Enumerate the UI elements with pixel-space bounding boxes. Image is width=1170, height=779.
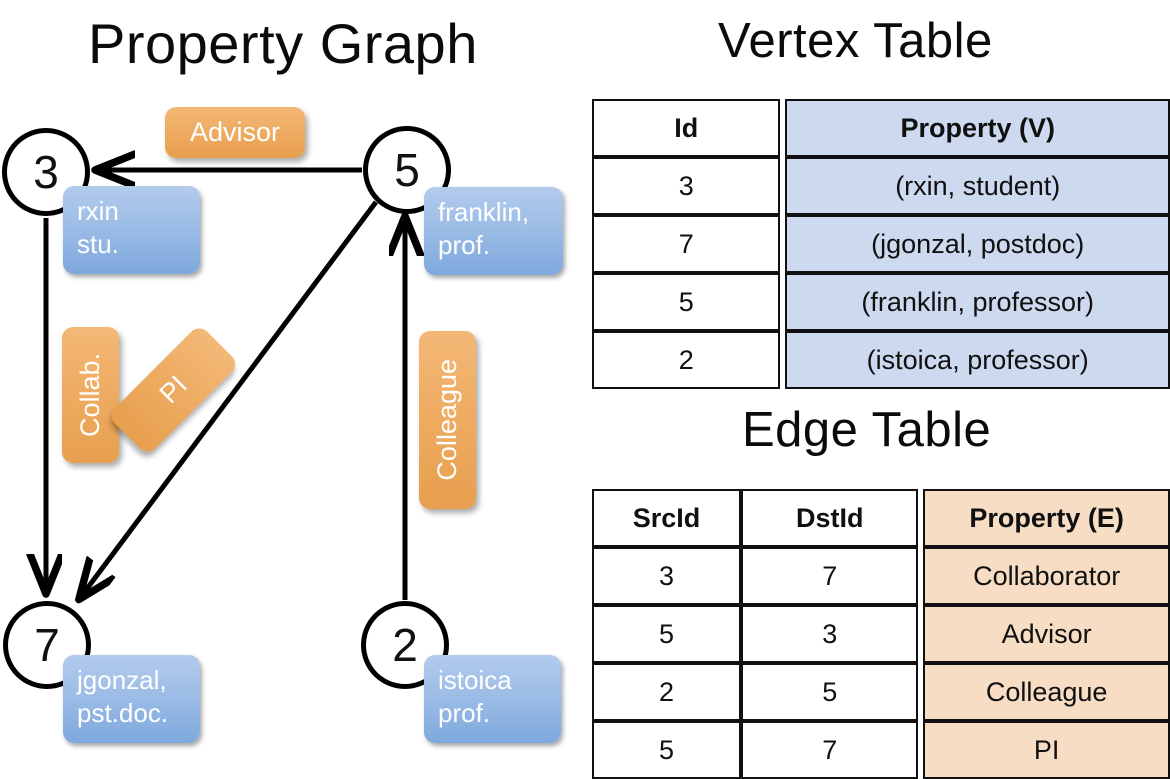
edge-label-text: Collab. — [75, 352, 105, 438]
edge-cell-srcid: 3 — [592, 547, 742, 605]
vertex-cell-property: (istoica, professor) — [785, 331, 1170, 389]
edge-header-property: Property (E) — [923, 489, 1170, 547]
edge-label-advisor: Advisor — [165, 107, 305, 158]
vertex-cell-property: (jgonzal, postdoc) — [785, 215, 1170, 273]
vertex-cell-property: (rxin, student) — [785, 157, 1170, 215]
edge-cell-property: Collaborator — [923, 547, 1170, 605]
edge-header-dstid: DstId — [741, 489, 919, 547]
node-property-line-2: pst.doc. — [77, 698, 169, 728]
table-row: 5 (franklin, professor) — [592, 273, 1170, 331]
node-property-line-1: jgonzal, — [77, 665, 167, 695]
edge-cell-dstid: 5 — [741, 663, 919, 721]
page-title-property-graph: Property Graph — [88, 12, 478, 75]
vertex-cell-id: 7 — [592, 215, 781, 273]
vertex-cell-id: 2 — [592, 331, 781, 389]
node-property-line-2: prof. — [438, 698, 491, 728]
node-property-box-3: rxin stu. — [63, 186, 200, 274]
edge-cell-property: Advisor — [923, 605, 1170, 663]
edge-cell-property: Colleague — [923, 663, 1170, 721]
table-row: 2 (istoica, professor) — [592, 331, 1170, 389]
edge-label-collab: Collab. — [62, 327, 119, 463]
vertex-cell-id: 3 — [592, 157, 781, 215]
table-header-row: SrcId DstId Property (E) — [592, 489, 1170, 547]
page-title-edge-table: Edge Table — [742, 403, 992, 457]
graph-edges-layer — [0, 0, 585, 760]
edge-label-text: Colleague — [432, 359, 462, 481]
table-row: 3 7 Collaborator — [592, 547, 1170, 605]
table-row: 7 (jgonzal, postdoc) — [592, 215, 1170, 273]
node-property-box-2: istoica prof. — [424, 655, 561, 743]
node-property-box-5: franklin, prof. — [424, 187, 563, 275]
graph-node-2[interactable]: 2 — [361, 601, 449, 689]
edge-label-text: Advisor — [189, 117, 281, 147]
edge-5-to-7-pi — [80, 200, 379, 598]
node-property-line-1: rxin — [77, 196, 119, 226]
vertex-cell-property: (franklin, professor) — [785, 273, 1170, 331]
node-property-line-1: istoica — [438, 665, 512, 695]
node-property-line-1: franklin, — [438, 197, 530, 227]
edge-cell-dstid: 3 — [741, 605, 919, 663]
vertex-header-id: Id — [592, 99, 781, 157]
edge-cell-dstid: 7 — [741, 547, 919, 605]
edge-cell-srcid: 2 — [592, 663, 742, 721]
vertex-header-property: Property (V) — [785, 99, 1170, 157]
page-title-vertex-table: Vertex Table — [718, 14, 993, 68]
property-graph-diagram: 3 5 7 2 rxin stu. franklin, prof. jgonza… — [0, 0, 585, 760]
edge-cell-dstid: 7 — [741, 721, 919, 779]
table-header-row: Id Property (V) — [592, 99, 1170, 157]
edge-table: SrcId DstId Property (E) 3 7 Collaborato… — [592, 489, 1170, 779]
table-row: 5 3 Advisor — [592, 605, 1170, 663]
edge-cell-srcid: 5 — [592, 721, 742, 779]
node-property-line-2: prof. — [438, 230, 491, 260]
edge-header-srcid: SrcId — [592, 489, 742, 547]
node-property-box-7: jgonzal, pst.doc. — [63, 655, 200, 743]
table-row: 5 7 PI — [592, 721, 1170, 779]
edge-label-colleague: Colleague — [419, 331, 476, 509]
vertex-cell-id: 5 — [592, 273, 781, 331]
vertex-table: Id Property (V) 3 (rxin, student) 7 (jgo… — [592, 99, 1170, 389]
table-row: 2 5 Colleague — [592, 663, 1170, 721]
edge-cell-srcid: 5 — [592, 605, 742, 663]
node-property-line-2: stu. — [77, 229, 119, 259]
graph-node-5[interactable]: 5 — [363, 126, 451, 214]
edge-cell-property: PI — [923, 721, 1170, 779]
table-row: 3 (rxin, student) — [592, 157, 1170, 215]
edge-label-text: PI — [153, 370, 193, 410]
